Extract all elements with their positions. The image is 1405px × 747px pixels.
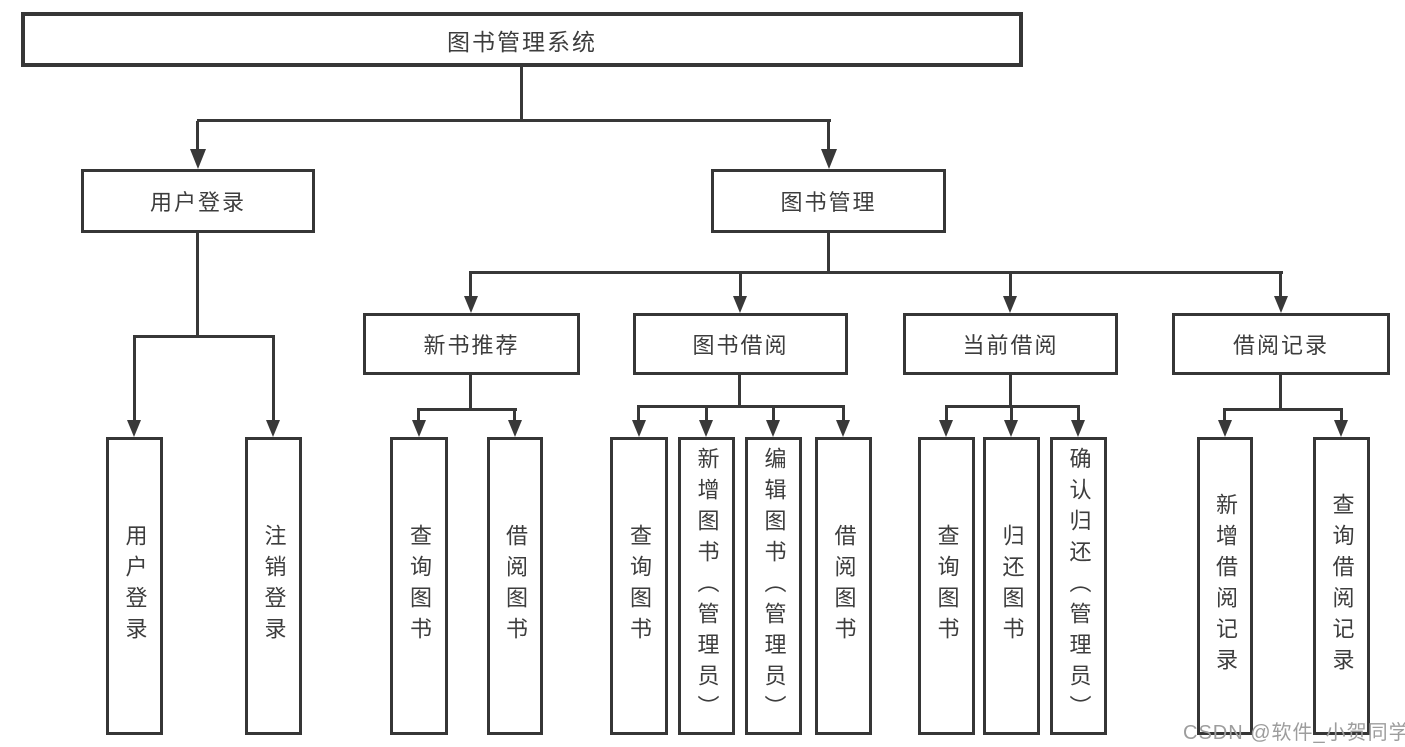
connector-line (513, 410, 516, 421)
arrow-down-icon (939, 420, 953, 437)
connector-line (1223, 408, 1343, 411)
leaf-confirm-return-admin: 确认归还（管理员） (1050, 437, 1107, 735)
connector-line (1009, 375, 1012, 405)
watermark: CSDN @软件_小贺同学 (1183, 722, 1405, 744)
leaf-query-borrow-record: 查询借阅记录 (1313, 437, 1370, 735)
connector-line (637, 407, 640, 420)
arrow-down-icon (1004, 420, 1018, 437)
connector-line (196, 231, 199, 335)
arrow-down-icon (836, 420, 850, 437)
arrow-down-icon (190, 149, 206, 169)
arrow-down-icon (1334, 420, 1348, 437)
connector-line (637, 405, 845, 408)
leaf-query-books-borrowing: 查询图书 (610, 437, 668, 735)
leaf-edit-books-admin: 编辑图书（管理员） (745, 437, 802, 735)
connector-line (1009, 273, 1012, 296)
arrow-down-icon (127, 420, 141, 437)
connector-line (1010, 407, 1013, 420)
arrow-down-icon (266, 420, 280, 437)
connector-line (739, 273, 742, 296)
arrow-down-icon (632, 420, 646, 437)
leaf-add-borrow-record: 新增借阅记录 (1197, 437, 1253, 735)
leaf-return-books: 归还图书 (983, 437, 1040, 735)
node-user-login: 用户登录 (81, 169, 315, 233)
leaf-add-books-admin: 新增图书（管理员） (678, 437, 735, 735)
leaf-logout: 注销登录 (245, 437, 302, 735)
connector-line (133, 337, 136, 420)
leaf-query-books-recommend: 查询图书 (390, 437, 448, 735)
node-book-borrowing: 图书借阅 (633, 313, 848, 375)
node-new-book-recommend: 新书推荐 (363, 313, 580, 375)
connector-line (469, 271, 1283, 274)
arrow-down-icon (1071, 420, 1085, 437)
connector-line (827, 231, 830, 273)
node-library-management-system: 图书管理系统 (21, 12, 1023, 67)
connector-line (272, 337, 275, 420)
node-current-borrowing: 当前借阅 (903, 313, 1118, 375)
connector-line (469, 375, 472, 408)
arrow-down-icon (733, 296, 747, 313)
connector-line (1077, 407, 1080, 420)
arrow-down-icon (464, 296, 478, 313)
node-book-management: 图书管理 (711, 169, 946, 233)
leaf-borrow-books-recommend: 借阅图书 (487, 437, 543, 735)
connector-line (738, 375, 741, 405)
leaf-borrow-books: 借阅图书 (815, 437, 872, 735)
arrow-down-icon (1003, 296, 1017, 313)
connector-line (469, 273, 472, 296)
connector-line (1279, 375, 1282, 408)
connector-line (1223, 410, 1226, 421)
arrow-down-icon (766, 420, 780, 437)
arrow-down-icon (1218, 420, 1232, 437)
connector-line (945, 407, 948, 420)
arrow-down-icon (412, 420, 426, 437)
connector-line (842, 407, 845, 420)
connector-line (197, 119, 831, 122)
connector-line (1340, 410, 1343, 421)
arrow-down-icon (821, 149, 837, 169)
connector-line (705, 407, 708, 420)
arrow-down-icon (699, 420, 713, 437)
leaf-query-books-current: 查询图书 (918, 437, 975, 735)
node-borrowing-records: 借阅记录 (1172, 313, 1390, 375)
connector-line (196, 121, 199, 149)
arrow-down-icon (1274, 296, 1288, 313)
connector-line (417, 408, 517, 411)
connector-line (1279, 273, 1282, 296)
arrow-down-icon (508, 420, 522, 437)
connector-line (520, 65, 523, 119)
connector-line (827, 121, 830, 149)
connector-line (945, 405, 1080, 408)
connector-line (772, 407, 775, 420)
leaf-user-login: 用户登录 (106, 437, 163, 735)
connector-line (133, 335, 275, 338)
connector-line (417, 410, 420, 421)
